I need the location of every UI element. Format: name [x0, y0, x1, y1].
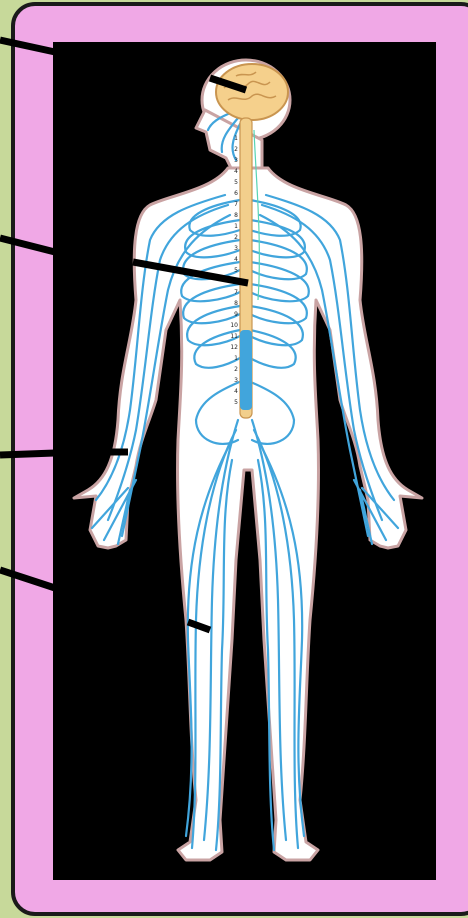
vertebra-number: 3 [234, 245, 238, 252]
vertebra-number: 5 [234, 179, 238, 186]
vertebra-number: 10 [230, 322, 238, 329]
vertebra-number: 8 [234, 300, 238, 307]
vertebra-number: 4 [234, 388, 238, 395]
cauda-equina [240, 330, 252, 410]
vertebra-number: 3 [234, 157, 238, 164]
vertebra-number: 4 [234, 168, 238, 175]
leader-line-nerves-outer [0, 453, 55, 455]
vertebra-number: 9 [234, 311, 238, 318]
vertebra-number: 7 [234, 289, 238, 296]
vertebra-number: 5 [234, 399, 238, 406]
vertebra-number: 2 [234, 234, 238, 241]
vertebra-number: 5 [234, 267, 238, 274]
vertebra-number: 8 [234, 212, 238, 219]
vertebra-number: 1 [234, 355, 238, 362]
vertebra-number: 11 [230, 333, 238, 340]
vertebra-number: 3 [234, 377, 238, 384]
vertebra-number: 4 [234, 256, 238, 263]
vertebra-number: 1 [234, 223, 238, 230]
vertebra-number: 7 [234, 201, 238, 208]
vertebra-number: 2 [234, 146, 238, 153]
vertebra-number: 2 [234, 366, 238, 373]
vertebra-number: 6 [234, 190, 238, 197]
vertebra-number: 1 [234, 135, 238, 142]
vertebra-number: 12 [230, 344, 238, 351]
brain [216, 64, 288, 120]
